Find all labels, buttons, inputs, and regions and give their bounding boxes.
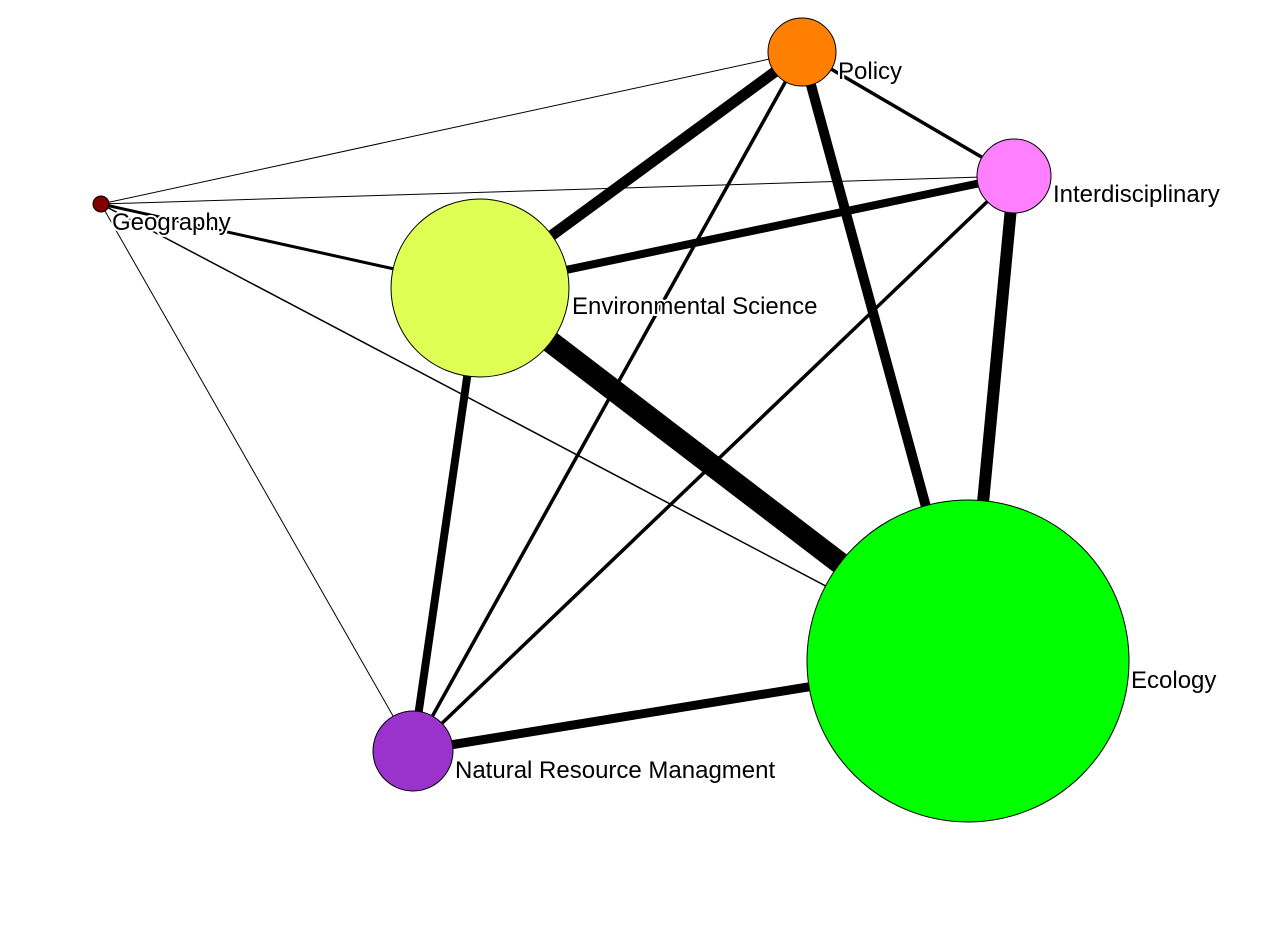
edge-interdisciplinary-natural-resource-managment bbox=[411, 174, 1016, 753]
node-label-environmental-science: Environmental Science bbox=[572, 293, 817, 320]
node-label-interdisciplinary: Interdisciplinary bbox=[1053, 181, 1220, 208]
node-ecology bbox=[806, 499, 1130, 823]
node-label-policy: Policy bbox=[838, 58, 902, 85]
edge-interdisciplinary-geography bbox=[100, 175, 1015, 205]
node-layer bbox=[92, 17, 1130, 823]
edge-policy-geography bbox=[100, 51, 803, 205]
edge-ecology-geography bbox=[100, 203, 969, 662]
node-geography bbox=[92, 195, 110, 213]
edge-policy-interdisciplinary bbox=[801, 50, 1015, 178]
node-environmental-science bbox=[390, 198, 570, 378]
node-policy bbox=[767, 17, 837, 87]
node-label-geography: Geography bbox=[112, 209, 231, 236]
node-label-natural-resource-managment: Natural Resource Managment bbox=[455, 757, 775, 784]
edge-environmental-science-interdisciplinary bbox=[479, 172, 1015, 292]
edge-policy-natural-resource-managment bbox=[411, 51, 804, 752]
node-natural-resource-managment bbox=[372, 710, 454, 792]
node-label-ecology: Ecology bbox=[1131, 667, 1216, 694]
label-layer: PolicyInterdisciplinaryGeographyEnvironm… bbox=[110, 56, 1222, 786]
edge-natural-resource-managment-geography bbox=[100, 203, 414, 752]
node-interdisciplinary bbox=[976, 138, 1052, 214]
